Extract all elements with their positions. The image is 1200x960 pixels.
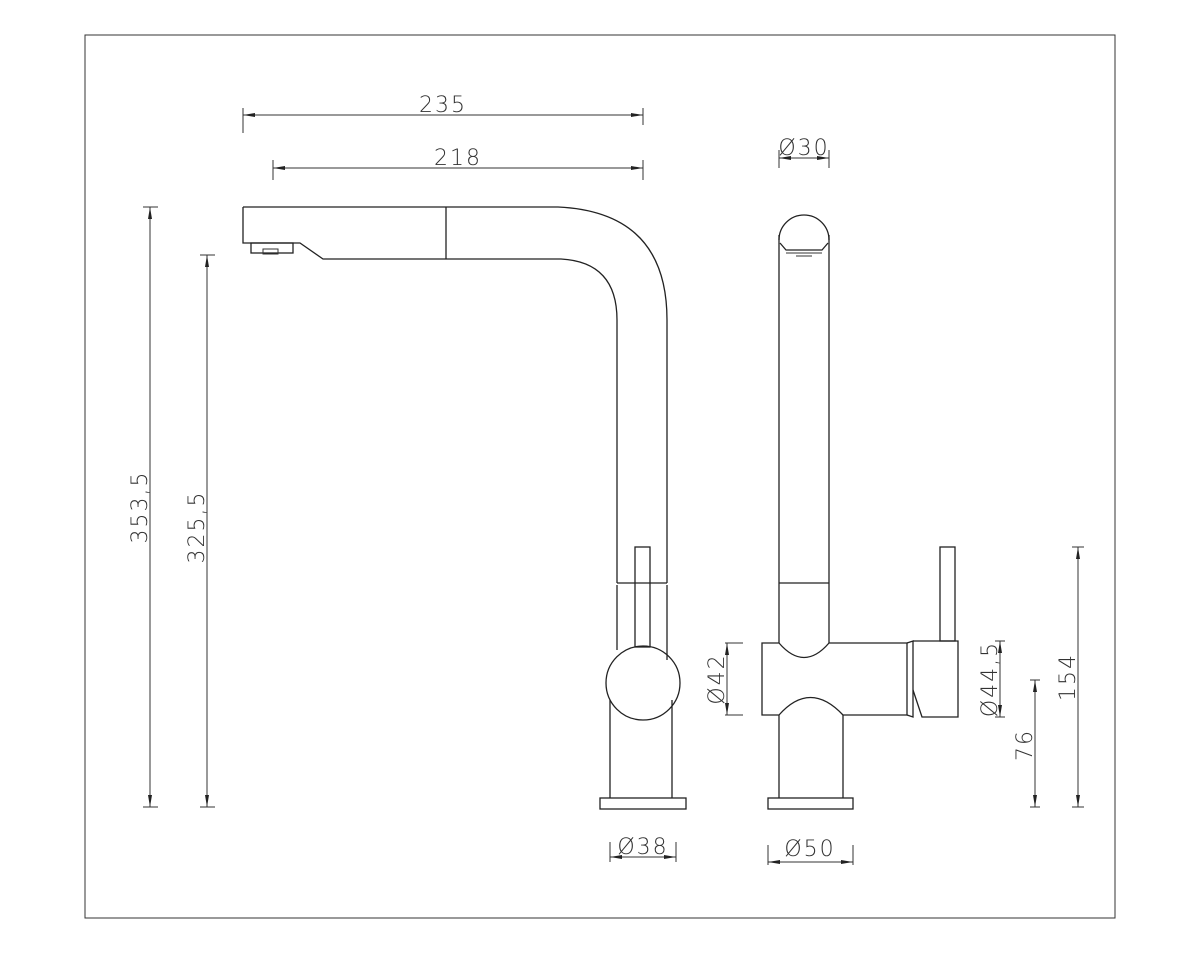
faucet-front-view [242,206,687,810]
base-plate [767,797,854,810]
dim-154: 154 [1056,546,1084,808]
base-plate [599,797,687,810]
dim-label: Ø38 [617,835,668,860]
dim-label: 76 [1013,729,1038,761]
handle-knob [605,645,681,721]
dim-30: Ø30 [778,136,830,168]
dim-76: 76 [1013,679,1040,808]
dim-label: 235 [419,93,467,118]
aerator [250,242,294,254]
dim-label: Ø42 [705,653,730,704]
dim-label: 325,5 [185,491,210,564]
dim-label: Ø50 [784,837,835,862]
lever [939,546,956,642]
dim-235: 235 [242,93,644,133]
dim-218: 218 [272,146,644,180]
dim-42: Ø42 [705,642,743,716]
lever [634,546,651,648]
dim-325-5: 325,5 [185,254,215,808]
dim-38: Ø38 [609,835,677,862]
dim-50: Ø50 [767,837,854,865]
dim-353-5: 353,5 [128,206,158,808]
dim-label: 218 [434,146,482,171]
faucet-side-view [761,214,959,810]
dim-44-5: Ø44,5 [978,640,1005,718]
dim-label: Ø30 [778,136,829,161]
drawing-frame [84,34,1116,919]
dim-label: 154 [1056,653,1081,701]
dim-label: 353,5 [128,471,153,544]
dim-label: Ø44,5 [978,641,1003,717]
